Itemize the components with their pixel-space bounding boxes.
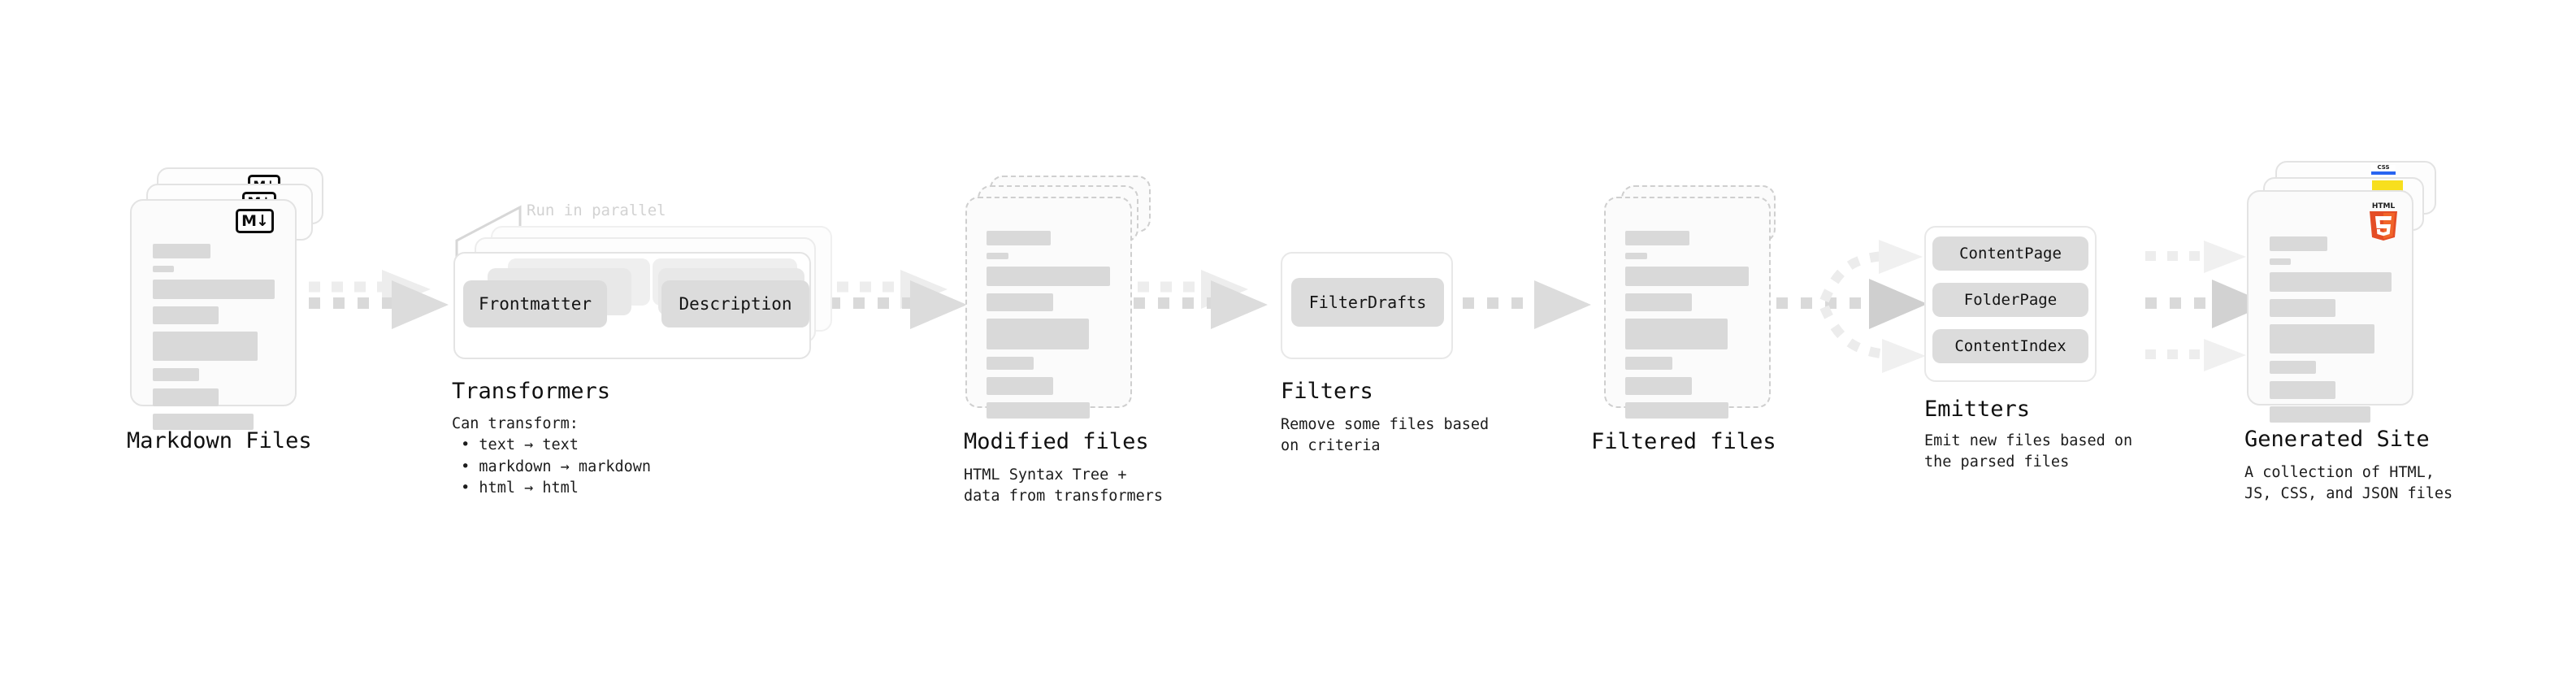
doc-line xyxy=(987,377,1053,395)
doc-line xyxy=(1625,357,1673,370)
subcaption-filters: Remove some files based on criteria xyxy=(1281,416,1490,455)
doc-line xyxy=(2270,236,2328,251)
modified-doc-lines xyxy=(987,231,1114,426)
arrow-modified-to-filters xyxy=(1134,270,1268,329)
css-badge-text: CSS xyxy=(2377,164,2390,171)
markdown-doc-lines xyxy=(153,244,279,437)
caption-filters: Filters xyxy=(1281,379,1373,404)
doc-line xyxy=(153,388,219,406)
chip-folderpage[interactable]: FolderPage xyxy=(1932,283,2088,317)
caption-emitters: Emitters xyxy=(1924,397,2031,422)
doc-line xyxy=(2270,361,2317,374)
doc-line xyxy=(153,306,219,324)
doc-line xyxy=(987,231,1051,245)
filtered-card-front[interactable] xyxy=(1604,197,1771,419)
subcaption-generated-site: A collection of HTML, JS, CSS, and JSON … xyxy=(2244,464,2453,503)
annotation-run-in-parallel: Run in parallel xyxy=(527,202,666,219)
html5-badge: HTML xyxy=(2365,200,2402,242)
caption-filtered-files: Filtered files xyxy=(1591,429,1776,454)
arrow-filtered-to-emitters xyxy=(1776,240,1928,373)
doc-line xyxy=(1625,319,1728,349)
doc-line xyxy=(153,332,258,361)
pill-frontmatter[interactable]: Frontmatter xyxy=(463,280,607,327)
arrow-filters-to-filtered xyxy=(1463,280,1591,329)
subcaption-modified-files: HTML Syntax Tree + data from transformer… xyxy=(964,466,1164,505)
doc-line xyxy=(987,293,1053,311)
site-doc-lines xyxy=(2270,236,2396,430)
arrow-transformers-to-modified xyxy=(829,270,967,329)
doc-line xyxy=(2270,272,2392,292)
doc-line xyxy=(2270,324,2374,354)
doc-line xyxy=(2270,406,2370,423)
doc-line xyxy=(987,253,1008,259)
doc-line xyxy=(1625,377,1692,395)
doc-line xyxy=(2270,258,2292,265)
caption-modified-files: Modified files xyxy=(964,429,1149,454)
doc-line xyxy=(1625,231,1689,245)
doc-line xyxy=(987,402,1091,419)
doc-line xyxy=(987,319,1089,349)
doc-line xyxy=(1625,293,1692,311)
caption-transformers: Transformers xyxy=(452,379,611,404)
doc-line xyxy=(153,266,175,272)
chip-contentpage[interactable]: ContentPage xyxy=(1932,236,2088,271)
doc-line xyxy=(2270,299,2335,317)
arrow-markdown-to-transformers xyxy=(309,270,449,329)
caption-generated-site: Generated Site xyxy=(2244,427,2430,452)
subcaption-transformers: Can transform: • text → text • markdown … xyxy=(452,415,652,497)
chip-filterdrafts[interactable]: FilterDrafts xyxy=(1291,278,1444,327)
markdown-card-front[interactable]: M↓ xyxy=(130,199,297,430)
doc-line xyxy=(987,357,1034,370)
doc-line xyxy=(1625,267,1750,286)
doc-line xyxy=(153,244,211,258)
subcaption-emitters: Emit new files based on the parsed files xyxy=(1924,432,2133,471)
caption-markdown-files: Markdown Files xyxy=(127,428,312,453)
chip-contentindex[interactable]: ContentIndex xyxy=(1932,329,2088,363)
doc-line xyxy=(153,414,254,430)
modified-card-front[interactable] xyxy=(965,197,1132,419)
css-badge: CSS xyxy=(2371,165,2396,178)
doc-line xyxy=(1625,402,1729,419)
doc-line xyxy=(1625,253,1647,259)
doc-line xyxy=(153,368,200,381)
doc-line xyxy=(153,280,275,299)
css-badge-bar xyxy=(2371,171,2396,175)
svg-text:HTML: HTML xyxy=(2372,202,2396,210)
site-card-front[interactable]: HTML xyxy=(2247,190,2413,423)
filtered-doc-lines xyxy=(1625,231,1753,426)
doc-line xyxy=(987,267,1111,286)
doc-line xyxy=(2270,381,2335,399)
pill-description[interactable]: Description xyxy=(661,280,809,327)
markdown-badge-front: M↓ xyxy=(236,209,274,233)
